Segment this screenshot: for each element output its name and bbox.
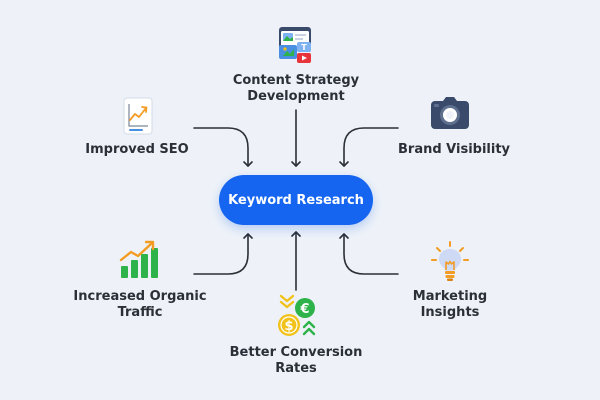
lightbulb-icon [431, 241, 469, 281]
brand-visibility-label: Brand Visibility [398, 142, 511, 157]
svg-text:T: T [301, 43, 307, 52]
keyword-research-label: Keyword Research [228, 192, 364, 208]
organic-traffic-label: Increased Organic Traffic [73, 289, 207, 320]
conversion-rates-label: Better Conversion Rates [229, 345, 363, 376]
svg-text:$: $ [284, 319, 293, 334]
improved-seo-label: Improved SEO [85, 142, 189, 157]
marketing-insights-label: Marketing Insights [412, 289, 488, 320]
seo-chart-icon [123, 97, 153, 135]
arrow-brand-visibility [339, 127, 399, 167]
arrow-organic-traffic [193, 233, 253, 275]
growth-bars-icon [119, 240, 158, 278]
content-strategy-label: Content Strategy Development [232, 73, 360, 104]
content-media-icon: T [279, 27, 311, 63]
arrow-improved-seo [193, 127, 253, 167]
currency-exchange-icon: € $ [278, 294, 316, 336]
svg-text:€: € [299, 302, 309, 317]
keyword-research-node: Keyword Research [219, 175, 373, 225]
arrow-marketing-insights [339, 233, 399, 275]
camera-icon [431, 97, 469, 129]
